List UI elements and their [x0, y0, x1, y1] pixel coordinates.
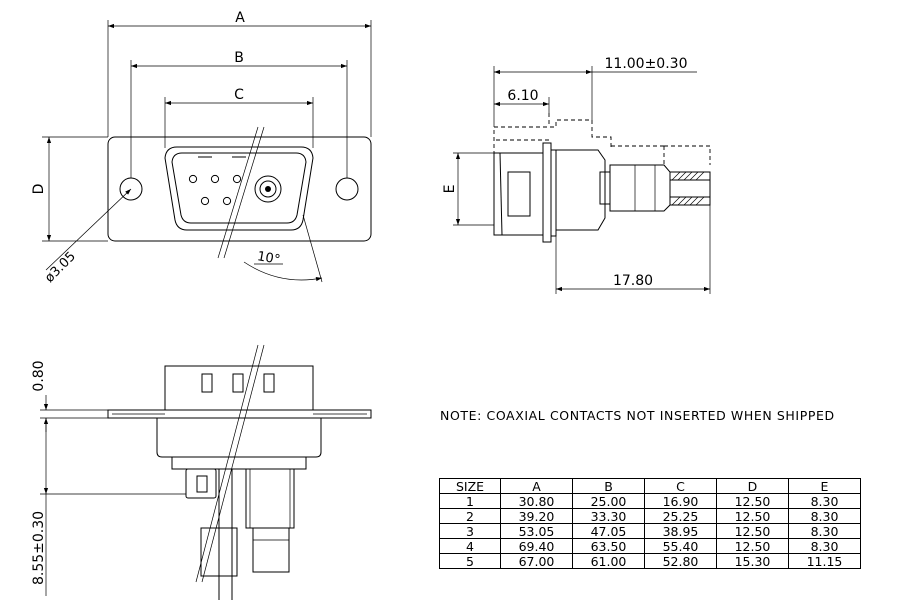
elev-insulator [171, 456, 307, 470]
coax-center-pin [265, 186, 271, 192]
table-cell: 30.80 [500, 493, 573, 509]
contact-pin [210, 174, 220, 184]
table-header-cell: C [644, 478, 717, 494]
side-rear-body [555, 149, 606, 231]
dim-d-label: D [31, 184, 47, 195]
table-row: 2 39.20 33.30 25.25 12.50 8.30 [439, 508, 861, 524]
table-cell: 8.30 [788, 538, 861, 554]
elev-d-shell [164, 365, 314, 411]
side-hidden-outline [493, 119, 612, 155]
table-cell: 55.40 [644, 538, 717, 554]
table-cell: 39.20 [500, 508, 573, 524]
dim-a-label: A [235, 10, 245, 26]
table-cell: 4 [439, 538, 501, 554]
dim-c-label: C [234, 87, 244, 103]
table-cell: 11.15 [788, 553, 861, 569]
contact-pin [188, 174, 198, 184]
flange-outline [107, 136, 372, 242]
elev-contact-slot [263, 373, 275, 393]
dim-b-label: B [234, 50, 244, 66]
side-view [453, 66, 711, 294]
table-cell: 8.30 [788, 508, 861, 524]
table-cell: 12.50 [716, 508, 789, 524]
table-cell: 12.50 [716, 493, 789, 509]
front-view [42, 20, 372, 283]
table-cell: 67.00 [500, 553, 573, 569]
side-window [507, 171, 531, 217]
table-cell: 25.00 [572, 493, 645, 509]
size-dimension-table: SIZE A B C D E 1 30.80 25.00 16.90 12.50… [439, 478, 861, 569]
dim-angle-label: 10° [256, 249, 281, 268]
table-cell: 5 [439, 553, 501, 569]
elev-coax-tail [252, 527, 290, 573]
contact-pin [200, 196, 210, 206]
table-cell: 52.80 [644, 553, 717, 569]
side-hatch [671, 171, 705, 206]
table-cell: 12.50 [716, 538, 789, 554]
d-shell-inner [171, 152, 307, 224]
side-crimp-tail [669, 171, 711, 206]
table-row: 3 53.05 47.05 38.95 12.50 8.30 [439, 523, 861, 539]
elev-coax-tail-2 [200, 527, 238, 577]
shipping-note: NOTE: COAXIAL CONTACTS NOT INSERTED WHEN… [440, 408, 835, 423]
dim-e-label: E [442, 185, 458, 194]
table-cell: 47.05 [572, 523, 645, 539]
table-cell: 8.30 [788, 493, 861, 509]
table-cell: 33.30 [572, 508, 645, 524]
table-cell: 38.95 [644, 523, 717, 539]
dim-length-flange-label: 6.10 [507, 88, 538, 104]
contact-pin [232, 174, 242, 184]
coax-contact-outer [254, 175, 282, 203]
table-cell: 53.05 [500, 523, 573, 539]
elev-contact-slot [201, 373, 213, 393]
table-header-cell: A [500, 478, 573, 494]
table-cell: 3 [439, 523, 501, 539]
table-header-cell: D [716, 478, 789, 494]
dim-length-body-label: 17.80 [613, 273, 653, 289]
table-cell: 61.00 [572, 553, 645, 569]
table-cell: 69.40 [500, 538, 573, 554]
table-cell: 16.90 [644, 493, 717, 509]
table-cell: 2 [439, 508, 501, 524]
side-coax-barrel [609, 164, 671, 212]
break-line [217, 126, 259, 259]
contact-pin [222, 196, 232, 206]
elev-signal-contact [185, 468, 217, 499]
dim-pin-length-label: 8.55±0.30 [31, 511, 47, 585]
table-header-cell: B [572, 478, 645, 494]
break-line [195, 344, 259, 583]
break-line [201, 344, 265, 583]
side-flange [542, 142, 552, 243]
table-row: 4 69.40 63.50 55.40 12.50 8.30 [439, 538, 861, 554]
table-header-cell: E [788, 478, 861, 494]
mounting-hole-right [335, 177, 359, 201]
elev-coax-body [245, 468, 295, 529]
dim-diameter-label: ø3.05 [42, 249, 79, 286]
break-line [223, 126, 265, 259]
elevation-view [40, 344, 372, 600]
dim-length-total-label: 11.00±0.30 [605, 56, 688, 72]
table-cell: 63.50 [572, 538, 645, 554]
table-cell: 12.50 [716, 523, 789, 539]
table-cell: 25.25 [644, 508, 717, 524]
coax-contact-inner [259, 180, 277, 198]
table-header-cell: SIZE [439, 478, 501, 494]
table-cell: 1 [439, 493, 501, 509]
table-row: 1 30.80 25.00 16.90 12.50 8.30 [439, 493, 861, 509]
table-row: 5 67.00 61.00 52.80 15.30 11.15 [439, 553, 861, 569]
table-cell: 8.30 [788, 523, 861, 539]
d-shell-outer [164, 146, 314, 231]
elev-lower-body [156, 417, 322, 458]
table-header-row: SIZE A B C D E [439, 478, 861, 494]
table-cell: 15.30 [716, 553, 789, 569]
elev-contact-slot [232, 373, 244, 393]
dim-flange-thickness-label: 0.80 [31, 360, 47, 391]
